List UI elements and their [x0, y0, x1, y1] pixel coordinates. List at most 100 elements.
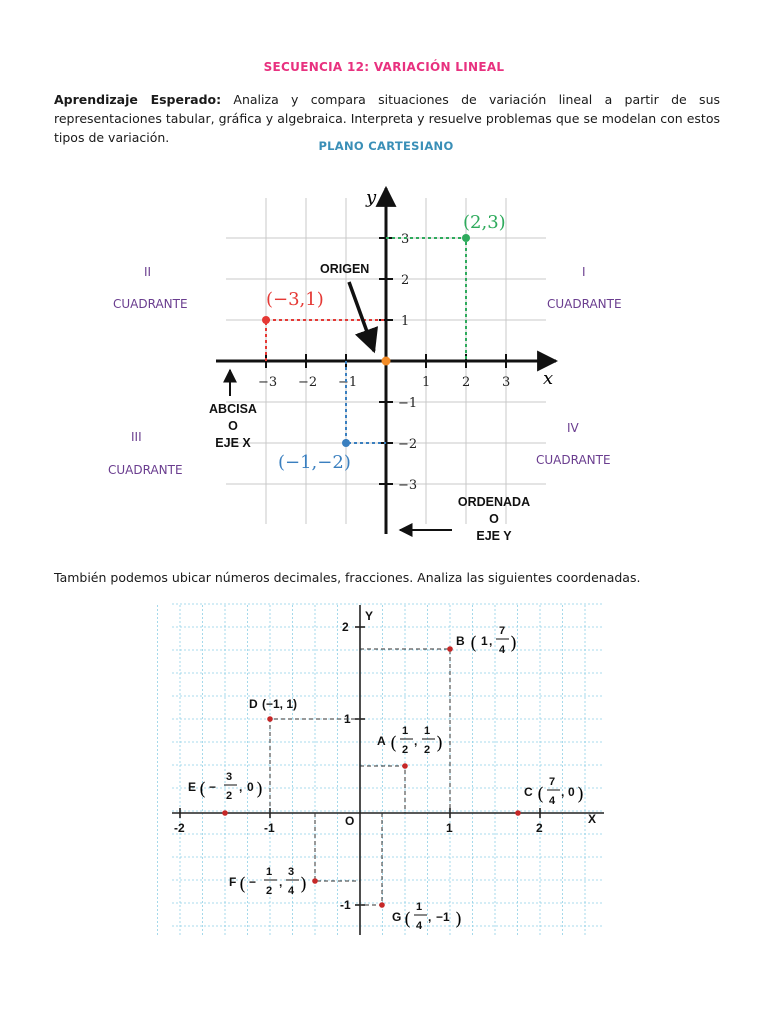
plane1-ytick: 2 [401, 273, 409, 288]
plane1-xtick: 3 [502, 375, 510, 390]
paragraph-decimals: También podemos ubicar números decimales… [54, 570, 641, 585]
abscisa-label-line2: O [228, 419, 238, 433]
plane2-xtick: 2 [536, 821, 543, 835]
label-E: E ( − 3 2 , 0 ) [188, 771, 263, 802]
label-C-x-den: 4 [549, 795, 556, 807]
paren-open: ( [470, 633, 477, 654]
paren-close: ) [455, 909, 462, 930]
label-D-name: D [249, 697, 258, 711]
guide-A [360, 765, 406, 813]
plane1-x-label: x [543, 368, 553, 389]
point-label-neg1-neg2: (−1,−2) [278, 452, 351, 473]
point-neg1-neg2 [342, 439, 350, 447]
abscisa-label-line1: ABCISA [209, 402, 257, 416]
point-D [267, 716, 273, 722]
guide-neg3-1 [265, 319, 386, 361]
comma: , [428, 910, 431, 924]
plane2-ytick: -1 [340, 898, 351, 912]
plane1-xtick: 1 [422, 375, 430, 390]
label-G-y: −1 [436, 910, 450, 924]
origin-arrow [347, 281, 379, 354]
plane1-xtick: −2 [298, 375, 317, 390]
label-F-x-num: 1 [266, 866, 272, 878]
label-A-y-den: 2 [424, 744, 430, 756]
label-G-x-num: 1 [416, 901, 422, 913]
ordenada-label-line2: O [489, 512, 499, 526]
plane1-xtick: 2 [462, 375, 470, 390]
comma: , [239, 780, 242, 794]
quadrant-1-numeral: I [582, 265, 586, 279]
plane2-x-label: X [588, 812, 596, 826]
quadrant-3-word: CUADRANTE [108, 463, 183, 477]
page-title: SECUENCIA 12: VARIACIÓN LINEAL [263, 60, 505, 74]
paren-open: ( [537, 784, 544, 805]
point-label-neg3-1: (−3,1) [266, 289, 324, 310]
label-A-x-den: 2 [402, 744, 408, 756]
paren-close: ) [510, 633, 517, 654]
label-F: F ( − 1 2 , 3 4 ) [229, 866, 307, 897]
guide-G [360, 813, 383, 906]
point-C [515, 810, 521, 816]
plane1-ytick: −2 [398, 437, 417, 452]
plane1-ytick: 1 [401, 314, 409, 329]
guide-neg1-neg2 [345, 361, 386, 444]
label-G: G ( 1 4 , −1 ) [392, 901, 462, 932]
quadrant-4-word: CUADRANTE [536, 453, 611, 467]
plane2-ytick: 1 [344, 712, 351, 726]
guide-D [269, 718, 360, 813]
label-G-name: G [392, 910, 401, 924]
label-E-sign: − [209, 780, 216, 794]
plane1-ytick: 3 [401, 232, 409, 247]
plane2-origin-label: O [345, 814, 354, 828]
label-A: A ( 1 2 , 1 2 ) [377, 725, 443, 756]
point-neg3-1 [262, 316, 270, 324]
label-E-name: E [188, 780, 196, 794]
quadrant-2-word: CUADRANTE [113, 297, 188, 311]
ordenada-label-line3: EJE Y [476, 529, 512, 543]
label-B: B ( 1 , 7 4 ) [456, 625, 517, 656]
plane1-xtick: −3 [258, 375, 277, 390]
plane1-y-label: y [365, 187, 377, 208]
label-B-x: 1 [481, 634, 488, 648]
origin-point [381, 356, 391, 366]
point-G [379, 902, 385, 908]
label-F-y-den: 4 [288, 885, 295, 897]
comma: , [279, 875, 282, 889]
point-B [447, 646, 453, 652]
label-F-y-num: 3 [288, 866, 294, 878]
label-A-y-num: 1 [424, 725, 430, 737]
learning-goal: Aprendizaje Esperado: Analiza y compara … [54, 90, 720, 147]
point-F [312, 878, 318, 884]
plane1-xtick: −1 [338, 375, 357, 390]
abscisa-label-line3: EJE X [215, 436, 251, 450]
paren-close: ) [577, 784, 584, 805]
label-F-name: F [229, 875, 236, 889]
point-A [402, 763, 408, 769]
label-B-y-den: 4 [499, 644, 506, 656]
paren-close: ) [436, 733, 443, 754]
learning-goal-text: Analiza y compara situaciones de variaci… [54, 92, 720, 145]
origin-label: ORIGEN [320, 262, 369, 276]
guide-B [360, 648, 451, 813]
label-E-y: 0 [247, 780, 254, 794]
ordenada-label-line1: ORDENADA [458, 495, 530, 509]
quadrant-4-numeral: IV [567, 421, 580, 435]
comma: , [414, 734, 417, 748]
plane2-xtick: -1 [264, 821, 275, 835]
label-C: C ( 7 4 , 0 ) [524, 776, 584, 807]
paren-close: ) [300, 874, 307, 895]
plane2-xtick: -2 [174, 821, 185, 835]
paren-close: ) [256, 779, 263, 800]
guide-F [314, 813, 360, 882]
comma: , [561, 785, 564, 799]
point-label-2-3: (2,3) [463, 212, 506, 233]
paren-open: ( [390, 733, 397, 754]
comma: , [489, 634, 492, 648]
quadrant-3-numeral: III [131, 430, 142, 444]
section-subtitle: PLANO CARTESIANO [318, 139, 454, 153]
plane2-y-label: Y [365, 609, 373, 623]
plane2-ytick: 2 [342, 620, 349, 634]
plane1-ytick: −3 [398, 478, 417, 493]
point-E [222, 810, 228, 816]
label-A-x-num: 1 [402, 725, 408, 737]
